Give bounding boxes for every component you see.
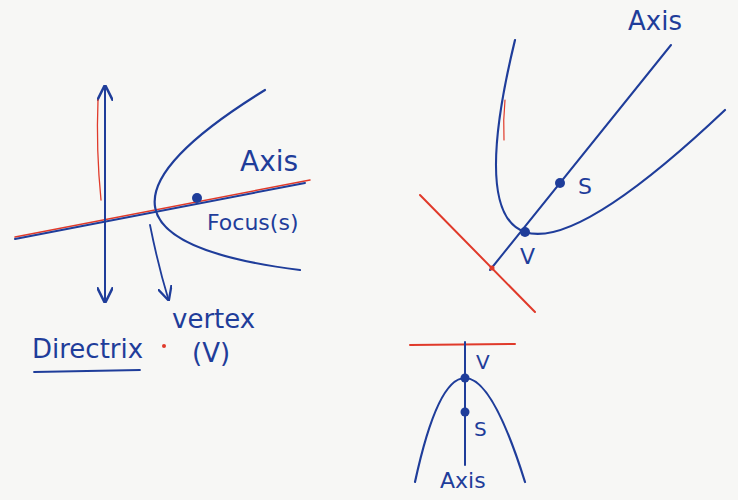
red-dot (490, 266, 495, 271)
vertex-dot (461, 374, 470, 383)
vertex-symbol: V (476, 352, 490, 372)
axis-label: Axis (440, 470, 486, 492)
vertex-symbol: V (520, 246, 535, 268)
focus-symbol: S (474, 419, 487, 439)
axis-label: Axis (628, 8, 682, 34)
axis-line (15, 183, 305, 239)
tangent-line (420, 195, 535, 312)
axis-highlight (15, 180, 310, 237)
parabola-curve (496, 40, 725, 234)
parabola-curve (155, 90, 300, 270)
red-dot (162, 344, 166, 348)
red-mark (97, 100, 101, 200)
vertex-pointer (150, 225, 168, 298)
axis-line (464, 342, 466, 465)
axis-line (490, 45, 671, 270)
vertex-label: vertex (172, 306, 255, 332)
focus-label: Focus(s) (207, 212, 298, 234)
vertex-dot (520, 227, 530, 237)
parabola-curve (415, 378, 525, 482)
directrix-line (104, 88, 106, 300)
focus-dot (461, 408, 470, 417)
focus-symbol: S (578, 176, 592, 198)
vertex-symbol: (V) (192, 340, 230, 366)
directrix-label: Directrix (32, 336, 143, 362)
tangent-line (410, 344, 515, 345)
focus-dot (192, 193, 202, 203)
focus-dot (555, 178, 565, 188)
underline (34, 370, 140, 372)
red-mark (504, 100, 505, 140)
axis-label: Axis (240, 148, 298, 176)
